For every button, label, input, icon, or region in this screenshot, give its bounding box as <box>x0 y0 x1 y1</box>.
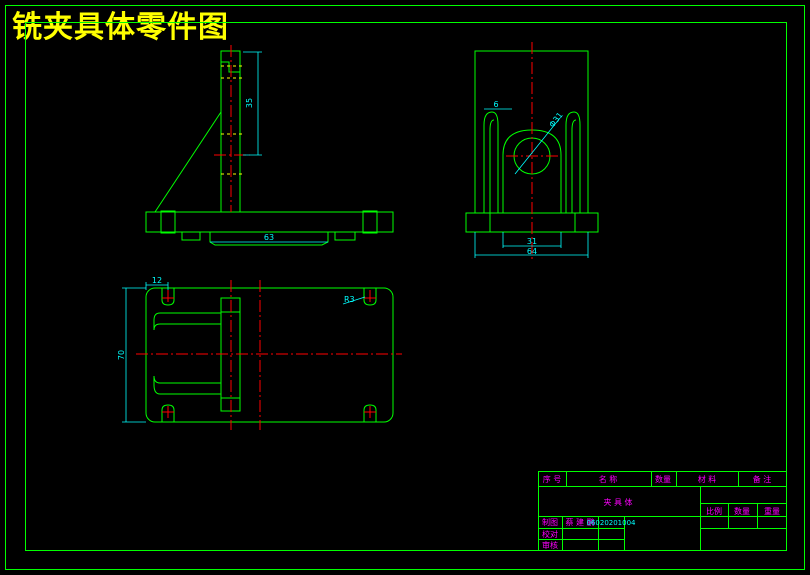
tb-header-qty: 数量 <box>655 474 671 484</box>
outer-border <box>5 5 805 570</box>
top-rib-upper <box>153 312 221 331</box>
dim-31: 31 <box>527 237 537 246</box>
dim-70: 70 <box>117 350 126 360</box>
tb-header-material: 材 料 <box>698 474 717 484</box>
dim-leader <box>514 117 561 175</box>
tb-reviewed: 审核 <box>542 540 558 550</box>
top-view: 12 R3 70 <box>117 276 402 430</box>
tb-checked: 校对 <box>542 529 558 539</box>
front-column-step <box>221 61 240 73</box>
title-block-frame <box>538 471 787 551</box>
drawing-title: 铣夹具体零件图 <box>12 10 229 45</box>
top-rib-lower <box>153 375 221 395</box>
top-slot-bl <box>161 404 175 422</box>
dim-12: 12 <box>152 276 162 285</box>
title-block: 序 号 名 称 数量 材 料 备 注 夹 具 体 比例 数量 重量 制图 校对 … <box>538 471 787 551</box>
side-rib-left <box>483 111 499 213</box>
dim-phi31: Φ31 <box>547 111 564 130</box>
front-rib <box>154 111 222 213</box>
front-view: 35 63 <box>145 45 394 246</box>
tb-header-remark: 备 注 <box>753 474 772 484</box>
top-slot-br <box>363 404 377 422</box>
tb-part-name: 夹 具 体 <box>603 497 632 507</box>
top-slot-tr <box>363 288 377 306</box>
dim-35: 35 <box>245 98 254 108</box>
side-view: Φ31 6 31 64 <box>465 42 599 262</box>
tb-header-seq: 序 号 <box>543 474 562 484</box>
tb-designer: 蔡 建 鹏 <box>565 517 594 527</box>
tb-header-name: 名 称 <box>599 474 618 484</box>
inner-frame <box>25 22 787 551</box>
tb-scale: 比例 <box>706 506 722 516</box>
front-foot-left <box>181 231 201 241</box>
side-rib-left-inner <box>489 119 495 213</box>
side-rib-right <box>565 111 581 213</box>
dim-63: 63 <box>264 233 274 242</box>
dim-64: 64 <box>527 247 537 256</box>
front-base-lug-right <box>362 210 378 234</box>
front-base-lug-left <box>160 210 176 234</box>
side-rib-right-inner <box>571 119 577 213</box>
tb-quantity: 数量 <box>734 506 750 516</box>
dim-r3: R3 <box>344 295 355 304</box>
dim-leader <box>342 296 366 305</box>
top-base <box>145 287 394 423</box>
top-slot-tl <box>161 288 175 306</box>
front-base-recess <box>209 232 329 246</box>
tb-drawn: 制图 <box>542 517 558 527</box>
tb-designer-id: 06020201004 <box>587 519 637 527</box>
dim-6: 6 <box>493 100 498 109</box>
front-base <box>145 211 394 233</box>
front-foot-right <box>334 231 356 241</box>
tb-weight: 重量 <box>764 506 780 516</box>
